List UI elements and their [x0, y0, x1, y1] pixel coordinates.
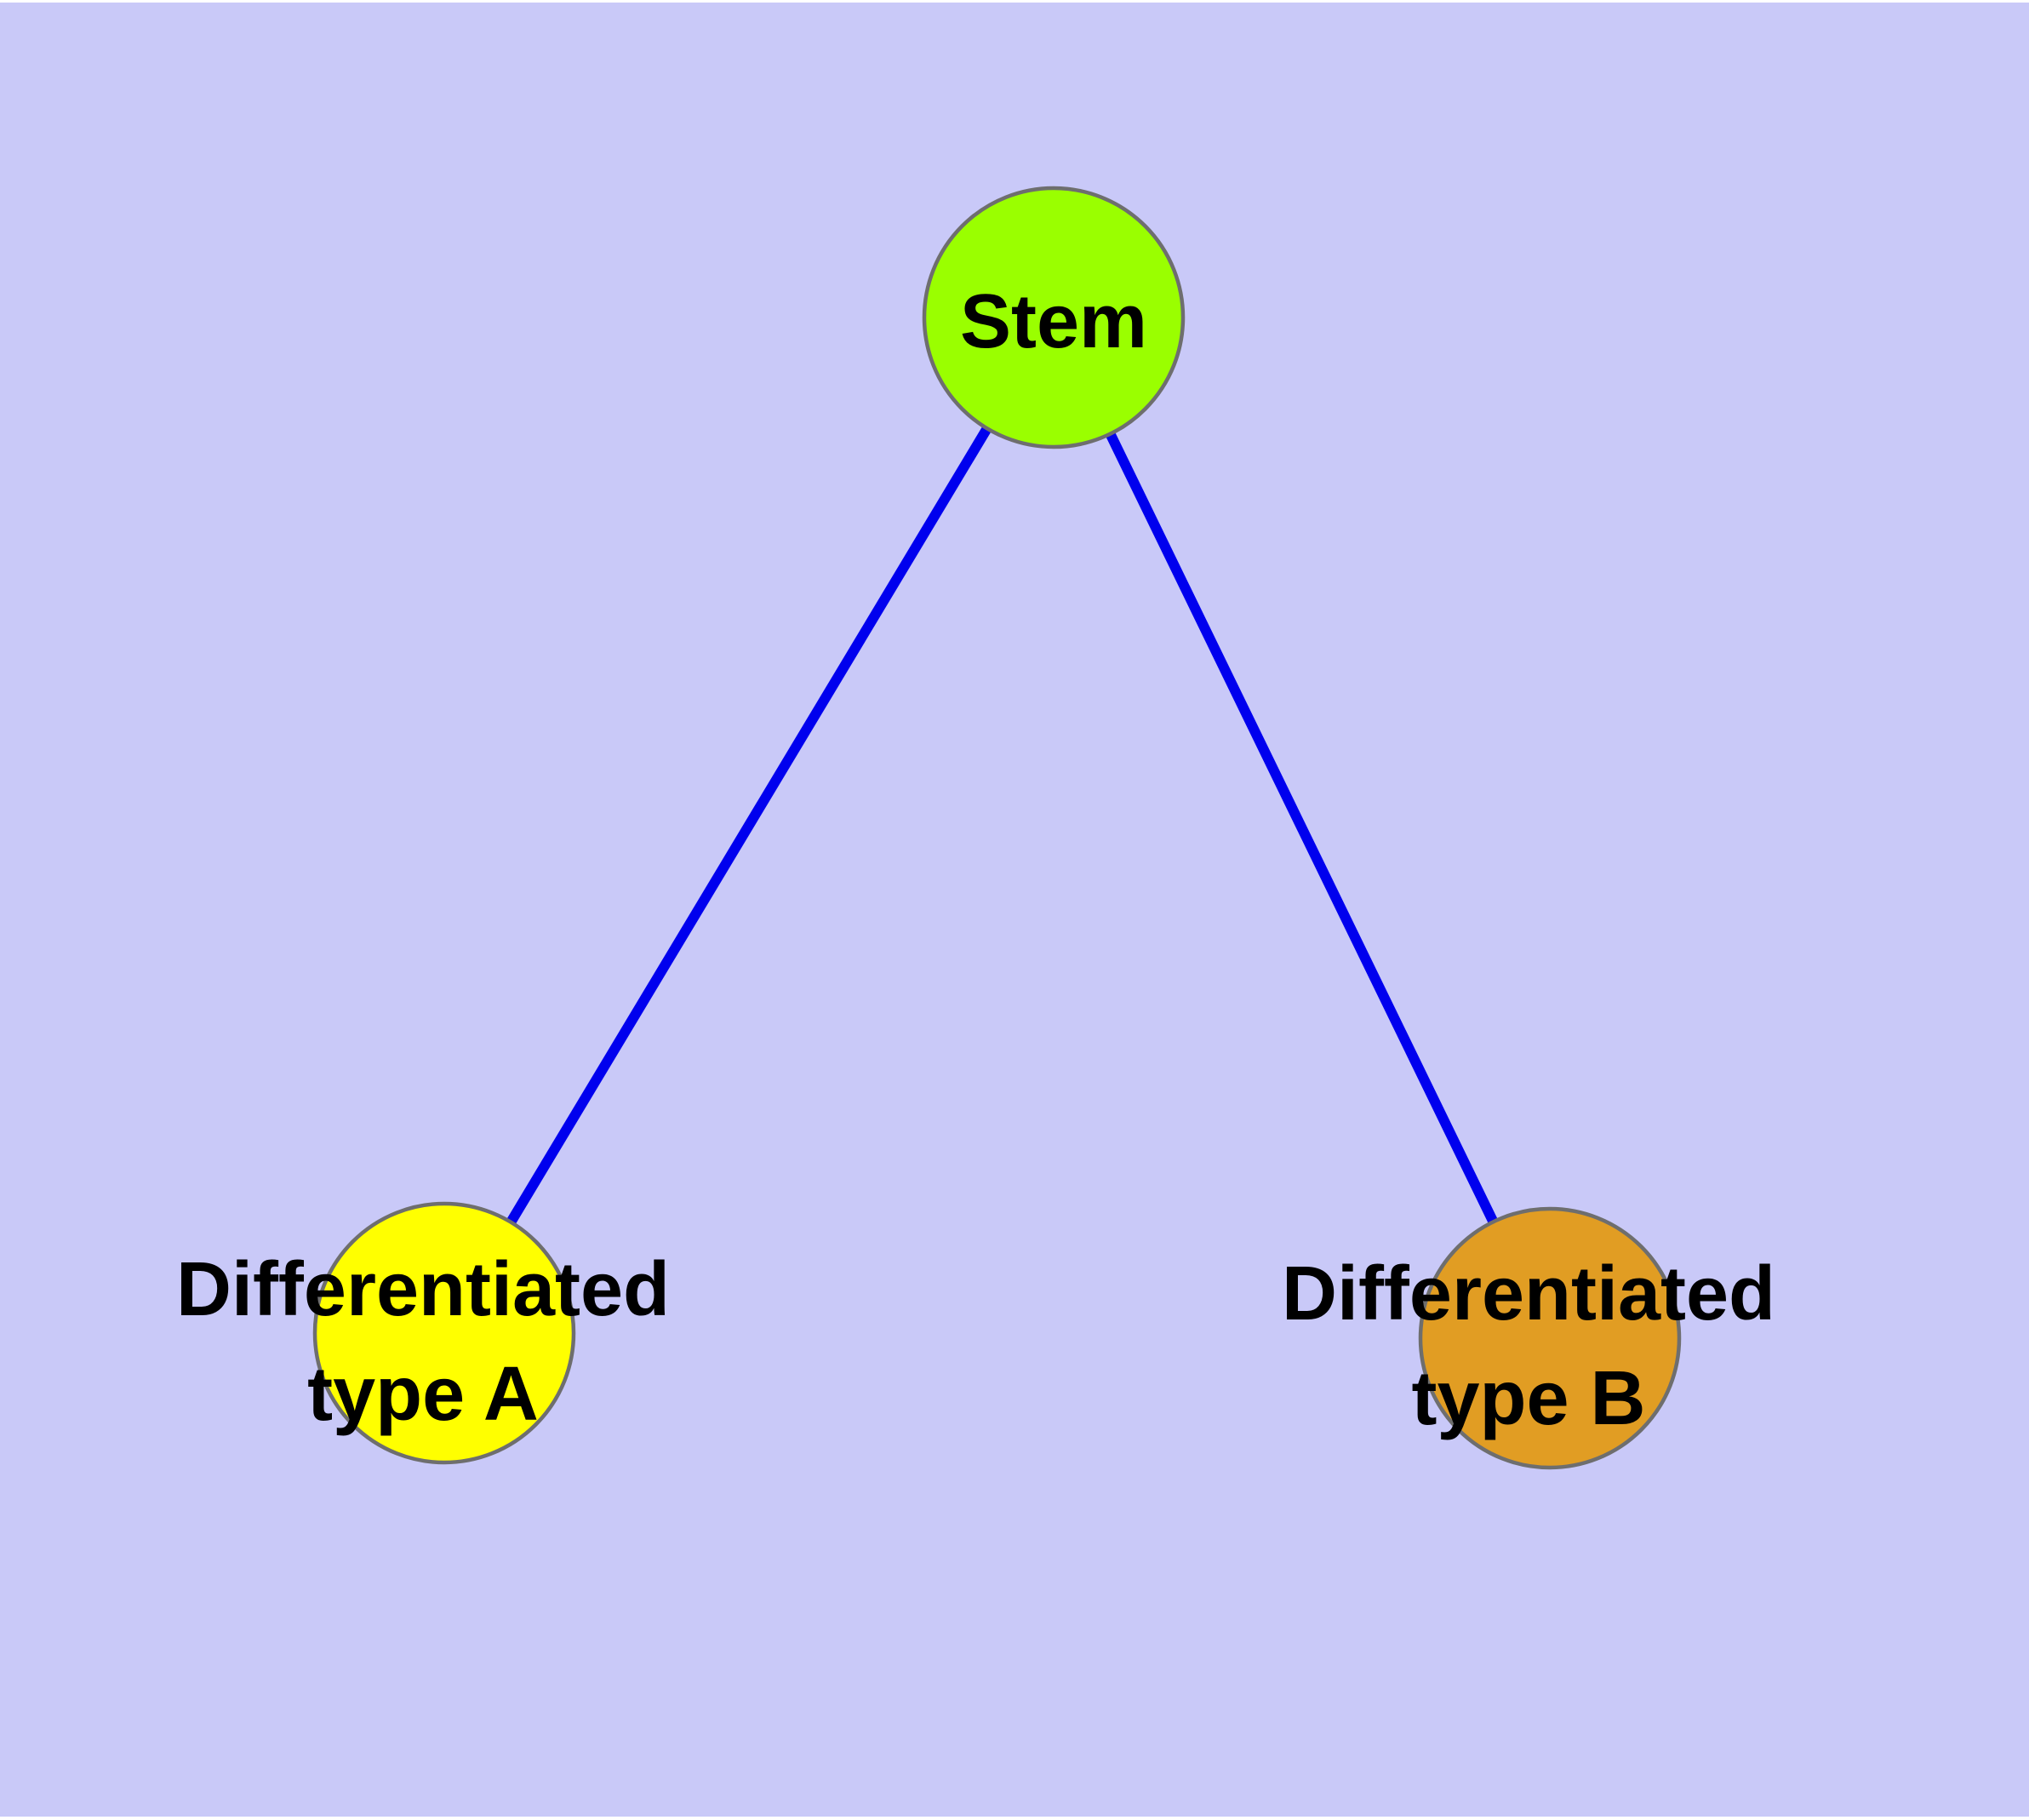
- node-type-a-label-line1: Differentiated: [176, 1247, 670, 1332]
- node-stem: [922, 186, 1186, 449]
- edge-stem-to-type-a: [439, 314, 1059, 1336]
- node-type-b-label-line2: type B: [1411, 1356, 1645, 1441]
- node-stem-label: Stem: [960, 279, 1147, 364]
- node-type-a-label-line2: type A: [307, 1352, 539, 1437]
- node-type-b-label-line1: Differentiated: [1282, 1251, 1775, 1336]
- node-differentiated-type-b: [1418, 1206, 1682, 1470]
- node-differentiated-type-a: [312, 1201, 576, 1465]
- edge-stem-to-type-b: [1049, 315, 1555, 1341]
